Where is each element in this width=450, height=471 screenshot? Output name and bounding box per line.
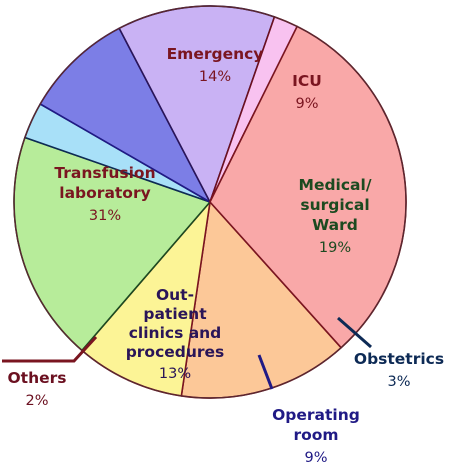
pie-outline — [13, 5, 407, 399]
slice-pct-icu: 9% — [295, 96, 318, 112]
leader-line-others — [2, 335, 98, 363]
slice-label-obstetrics: Obstetrics 3% — [354, 350, 444, 390]
slice-name-transfusion: Transfusion — [54, 164, 155, 182]
slice-pct-medical: 19% — [319, 240, 351, 256]
slice-pct-transfusion: 31% — [89, 208, 121, 224]
slice-name-emergency: Emergency — [167, 45, 264, 63]
slice-label-operating: Operating room 9% — [272, 406, 360, 466]
slice-name-medical: Medical/ — [299, 176, 372, 194]
slice-label-icu: ICU 9% — [292, 72, 322, 112]
leader-lines — [2, 316, 372, 390]
leader-line-operating — [257, 354, 274, 390]
slice-pct-outpatient: 13% — [159, 366, 191, 382]
slice-label-others: Others 2% — [7, 369, 66, 409]
slice-pct-operating: 9% — [304, 450, 327, 466]
slice-name-obstetrics: Obstetrics — [354, 350, 444, 368]
slice-pct-emergency: 14% — [199, 69, 231, 85]
slice-name-operating: room — [293, 426, 338, 444]
slice-name-transfusion: laboratory — [59, 184, 150, 202]
slice-name-outpatient: clinics and — [129, 324, 222, 342]
slice-name-medical: Ward — [312, 216, 358, 234]
slice-name-outpatient: patient — [143, 305, 207, 323]
slice-name-medical: surgical — [300, 196, 369, 214]
slice-name-outpatient: Out- — [156, 286, 194, 304]
slice-name-operating: Operating — [272, 406, 360, 424]
slice-pct-obstetrics: 3% — [387, 374, 410, 390]
pie-slices — [13, 5, 407, 399]
slice-name-icu: ICU — [292, 72, 322, 90]
slice-label-emergency: Emergency 14% — [167, 45, 264, 85]
slice-name-outpatient: procedures — [126, 343, 225, 361]
slice-name-others: Others — [7, 369, 66, 387]
leader-line-obstetrics — [337, 316, 372, 349]
slice-label-transfusion: Transfusion laboratory 31% — [54, 164, 155, 224]
slice-pct-others: 2% — [25, 393, 48, 409]
